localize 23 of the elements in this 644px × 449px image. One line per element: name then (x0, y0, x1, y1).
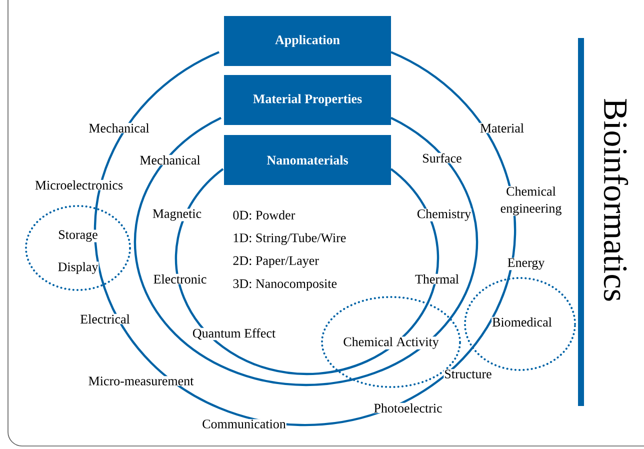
label: Mechanical (88, 122, 150, 134)
label: Structure (444, 369, 492, 379)
label: Electrical (80, 314, 130, 324)
label: 0D: Powder (232, 210, 296, 220)
label: Thermal (414, 274, 460, 284)
label: Photoelectric (373, 402, 443, 414)
label: Electronic (152, 274, 208, 284)
label: Communication (202, 419, 286, 429)
label: Chemistry (416, 208, 472, 222)
label: Quantum Effect (192, 328, 276, 340)
label: Surface (422, 152, 462, 164)
label: Magnetic (152, 208, 202, 222)
label: Micro-measurement (88, 376, 194, 386)
label: 2D: Paper/Layer (232, 256, 320, 268)
label: 3D: Nanocomposite (232, 278, 338, 292)
heading-box: Application (224, 16, 391, 66)
label: 1D: String/Tube/Wire (232, 232, 347, 246)
side-title: Bioinformatics (604, 98, 628, 301)
label: Chemical engineering (496, 186, 566, 216)
dotted-oval: Storage Display (25, 205, 131, 291)
label: Microelectronics (34, 180, 124, 190)
label: Material (480, 122, 525, 134)
label: Mechanical (139, 154, 201, 166)
